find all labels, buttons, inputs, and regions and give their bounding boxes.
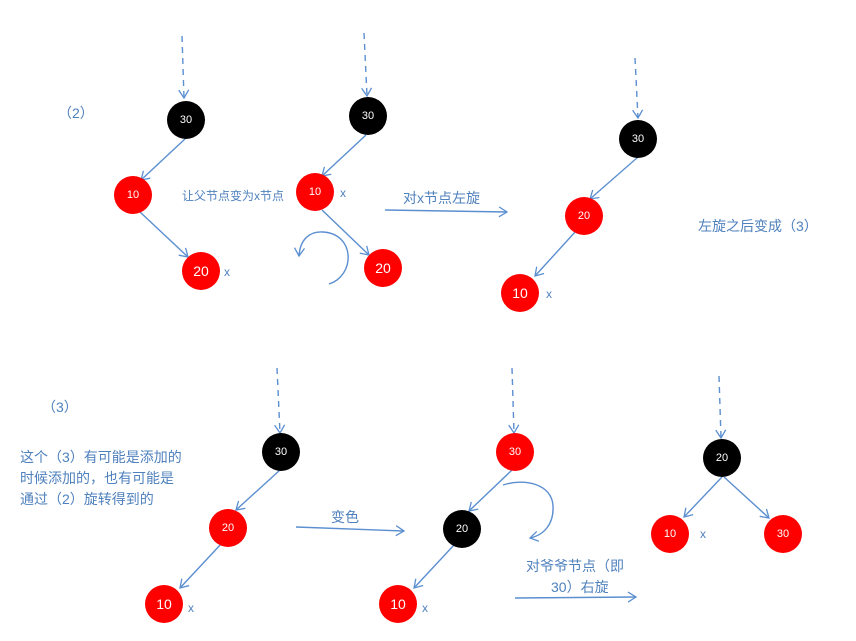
tree-node-root-label: 30	[362, 110, 374, 122]
tree-node-x-label: 10	[390, 596, 406, 612]
x-marker: x	[422, 601, 428, 615]
edge-30-10	[321, 134, 367, 177]
tree-node-x-label: 10	[156, 596, 172, 612]
tree-node-x	[296, 173, 334, 211]
tree-node-root	[349, 97, 387, 135]
rotate-left-icon	[293, 231, 349, 285]
explain-line-1: 这个（3）有可能是添加的	[20, 449, 182, 465]
tree-node-root-label: 20	[716, 452, 728, 464]
edge-30-20	[235, 469, 281, 511]
explain-line-2: 时候添加的，也有可能是	[20, 470, 174, 486]
tree-node-x-label: 10	[309, 186, 321, 198]
incoming-dashed-arrow	[508, 367, 520, 435]
edge-10-20	[321, 209, 370, 256]
tree-node-root-label: 30	[180, 114, 192, 126]
step-note: 让父节点变为x节点	[182, 188, 284, 203]
rotate-right-label-line-1: 对爷爷节点（即	[526, 558, 624, 574]
tree-node-root-label: 30	[509, 446, 521, 458]
edge-30-20	[589, 156, 639, 200]
tree-node-x-label: 10	[512, 285, 528, 301]
transition-arrow	[514, 591, 638, 603]
edge-20-10	[534, 230, 577, 277]
tree-node-child	[364, 249, 402, 287]
recolor-label: 变色	[331, 509, 359, 525]
tree-node-right	[764, 515, 802, 553]
x-marker: x	[188, 601, 194, 615]
tree-node-parent	[114, 176, 152, 214]
edge-30-10	[140, 137, 187, 181]
rotate-right-icon	[502, 481, 554, 542]
section3-tree-b: 30 20 10 x	[379, 367, 554, 623]
tree-node-x	[145, 585, 183, 623]
tree-node-root	[496, 433, 534, 471]
transition-arrow	[295, 525, 406, 537]
x-marker: x	[224, 265, 230, 279]
section2-tree-c: 30 20 10 x	[501, 57, 657, 312]
tree-node-parent	[209, 509, 247, 547]
tree-node-left-label: 10	[664, 528, 676, 540]
x-marker: x	[340, 186, 346, 200]
tree-node-right-label: 30	[777, 528, 789, 540]
tree-node-x	[182, 252, 220, 290]
incoming-dashed-arrow	[632, 57, 644, 120]
tree-node-x	[379, 585, 417, 623]
edge-20-10	[413, 544, 455, 589]
tree-node-root	[167, 101, 205, 139]
section2-tree-a: 30 10 20 x	[114, 35, 230, 290]
incoming-dashed-arrow	[361, 32, 373, 98]
result-note: 左旋之后变成（3）	[698, 218, 818, 234]
tree-node-root	[262, 433, 300, 471]
tree-node-parent	[565, 197, 603, 235]
section2-tree-b: 30 10 x 20	[293, 32, 402, 287]
tree-node-parent-label: 10	[127, 189, 139, 201]
tree-node-left	[651, 515, 689, 553]
edge-20-30	[723, 476, 770, 519]
section-3-label: （3）	[42, 399, 78, 415]
explain-line-3: 通过（2）旋转得到的	[20, 491, 154, 507]
incoming-dashed-arrow	[178, 35, 190, 100]
edge-30-20	[468, 469, 513, 512]
section3-tree-c: 20 10 x 30	[651, 375, 802, 553]
tree-node-parent-label: 20	[222, 522, 234, 534]
incoming-dashed-arrow	[274, 367, 286, 435]
section-2-label: （2）	[58, 105, 94, 121]
tree-node-root	[619, 120, 657, 158]
tree-node-child-label: 20	[375, 260, 391, 276]
tree-node-parent	[443, 510, 481, 548]
edge-20-10	[683, 476, 723, 518]
tree-node-root	[703, 439, 741, 477]
tree-node-x	[501, 274, 539, 312]
edge-20-10	[179, 542, 223, 589]
tree-node-root-label: 30	[632, 133, 644, 145]
rotate-right-label-line-2: 30）右旋	[551, 579, 609, 595]
tree-node-parent-label: 20	[578, 210, 590, 222]
x-marker: x	[700, 527, 706, 541]
tree-node-parent-label: 20	[456, 523, 468, 535]
transition-arrow	[384, 206, 509, 218]
incoming-dashed-arrow	[715, 375, 727, 440]
x-marker: x	[546, 287, 552, 301]
edge-10-20	[139, 211, 189, 258]
tree-node-x-label: 20	[193, 263, 209, 279]
section3-tree-a: 30 20 10 x	[145, 367, 300, 623]
rotate-left-label: 对x节点左旋	[403, 190, 480, 206]
tree-node-root-label: 30	[275, 446, 287, 458]
